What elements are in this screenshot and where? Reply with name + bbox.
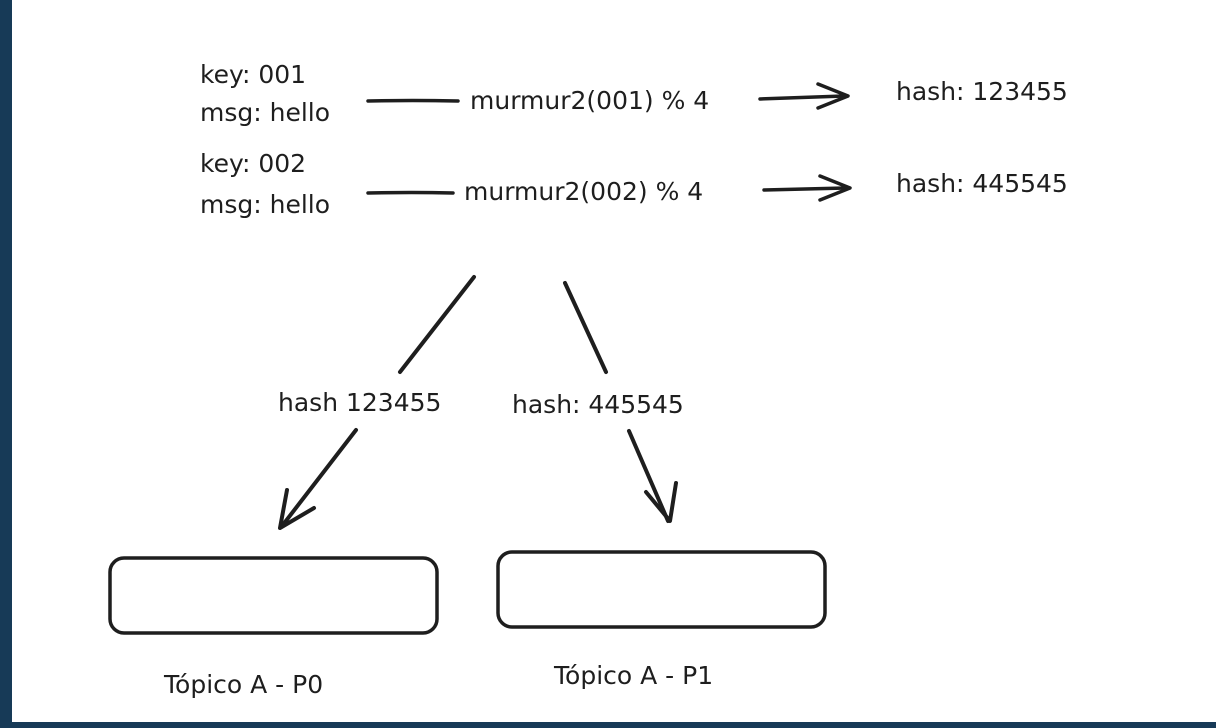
message-2-connector-line — [366, 190, 455, 195]
left-branch-arrowhead — [278, 488, 316, 530]
message-1-msg: msg: hello — [200, 98, 330, 127]
message-2-hash-result: hash: 445545 — [896, 169, 1068, 198]
right-branch-label: hash: 445545 — [512, 390, 684, 419]
left-branch-arrow-line — [280, 428, 358, 528]
message-2-key: key: 002 — [200, 149, 306, 178]
left-branch-upper-line — [398, 275, 476, 374]
partition-diagram: key: 001 msg: hello murmur2(001) % 4 has… — [108, 60, 1068, 699]
partition-p0-box — [108, 556, 439, 635]
message-1-arrowhead — [816, 82, 850, 110]
message-1-arrow-line — [758, 94, 846, 101]
whiteboard-canvas: key: 001 msg: hello murmur2(001) % 4 has… — [12, 0, 1216, 722]
message-1-connector-line — [366, 98, 460, 103]
right-branch-arrow-line — [627, 429, 670, 523]
message-2-hash-function: murmur2(002) % 4 — [464, 177, 703, 206]
partition-p0-label: Tópico A - P0 — [163, 670, 323, 699]
message-1-hash-function: murmur2(001) % 4 — [470, 86, 709, 115]
right-branch-arrowhead — [644, 481, 678, 523]
partition-p1-label: Tópico A - P1 — [553, 661, 713, 690]
message-1-hash-result: hash: 123455 — [896, 77, 1068, 106]
message-1-key: key: 001 — [200, 60, 306, 89]
right-branch-upper-line — [563, 281, 608, 374]
message-2-msg: msg: hello — [200, 190, 330, 219]
partition-p1-box — [496, 550, 827, 629]
message-2-arrowhead — [818, 174, 852, 202]
message-2-arrow-line — [762, 186, 848, 192]
left-branch-label: hash 123455 — [278, 388, 441, 417]
